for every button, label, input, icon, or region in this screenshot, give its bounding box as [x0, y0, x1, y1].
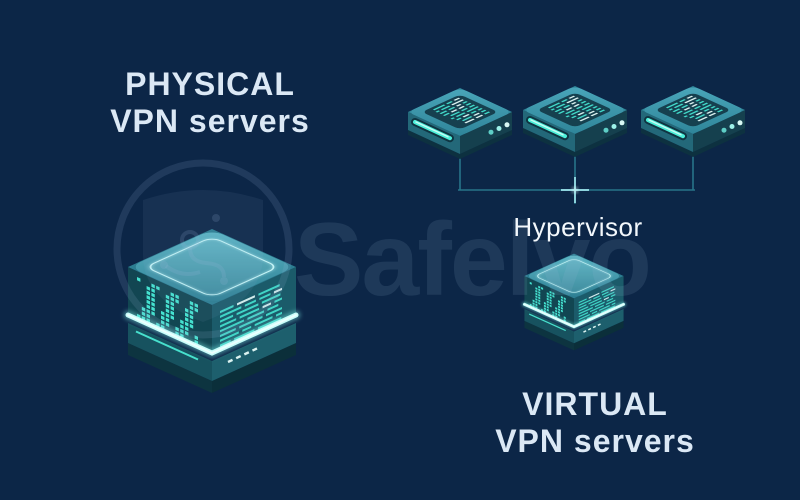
connector-path	[458, 156, 695, 204]
physical-title-line1: PHYSICAL	[125, 66, 295, 102]
physical-servers-title: PHYSICAL VPN servers	[60, 66, 360, 140]
physical-title-line2: VPN servers	[110, 103, 310, 139]
virtual-title-line1: VIRTUAL	[522, 386, 668, 422]
connector-lines	[458, 156, 695, 204]
vm-server-2	[523, 86, 628, 157]
vm-server-1	[408, 88, 513, 159]
virtual-servers-title: VIRTUAL VPN servers	[445, 386, 745, 460]
physical-server-cube	[128, 229, 296, 393]
junction-glow	[572, 187, 578, 193]
virtual-title-line2: VPN servers	[495, 423, 695, 459]
hypervisor-label: Hypervisor	[513, 212, 643, 242]
virtual-host-cube	[524, 254, 623, 351]
vm-server-3	[641, 86, 746, 157]
